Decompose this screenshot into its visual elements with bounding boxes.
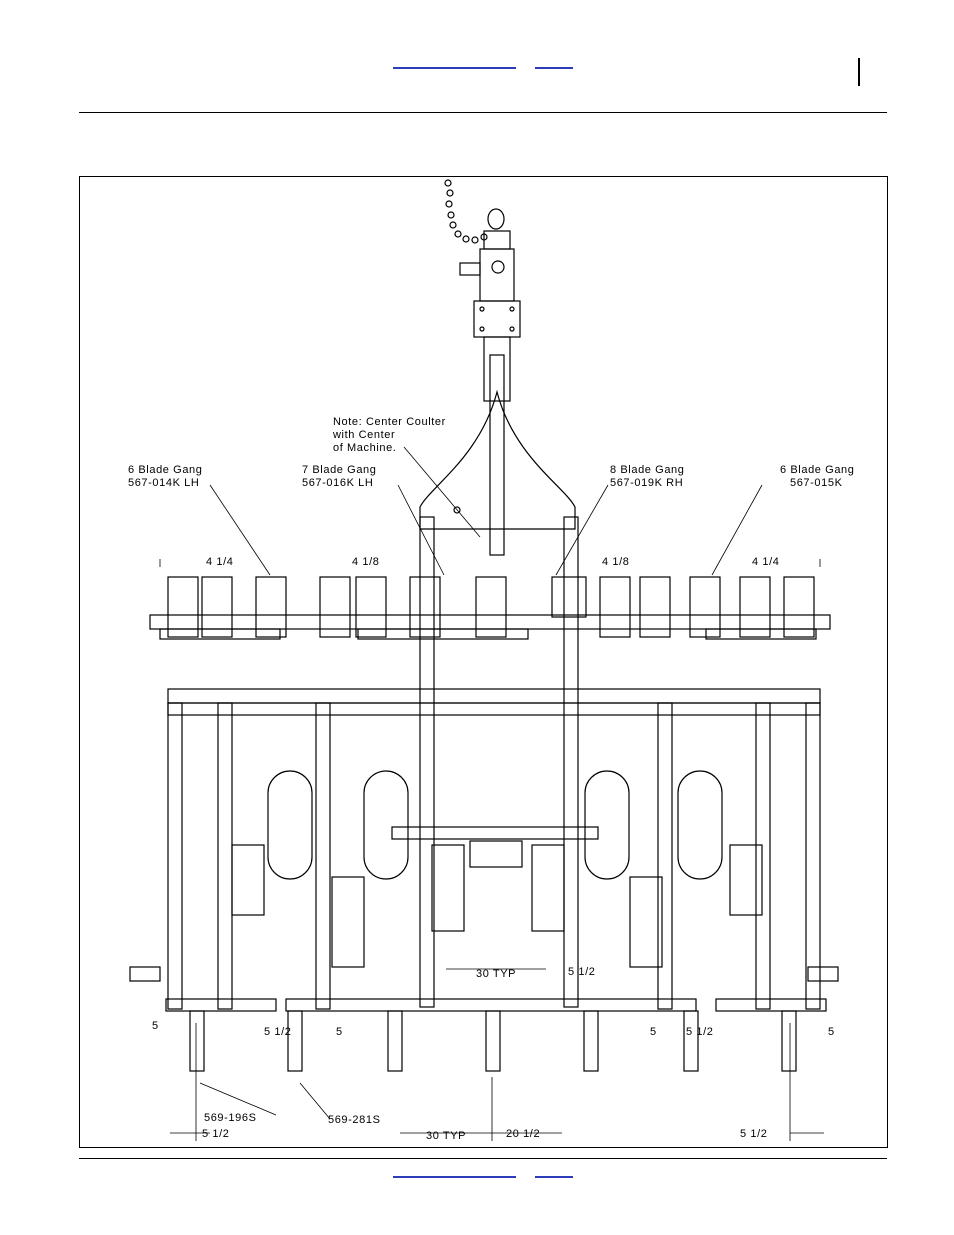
part-1-label: 569-196S [204,1112,257,1124]
dim-top-4: 4 1/4 [752,556,779,568]
dim-5half-bottom-right: 5 1/2 [740,1128,767,1140]
hitch-chain [445,180,487,243]
gang-1-part: 567-014K LH [128,477,199,489]
footer-link-2[interactable] [535,1176,573,1178]
tongue-plate [474,301,520,555]
diagram-frame: Note: Center Coulter with Center of Mach… [79,176,888,1148]
gang-callouts: 6 Blade Gang 567-014K LH 7 Blade Gang 56… [128,464,854,489]
dim-top-3: 4 1/8 [602,556,629,568]
dim-5half-right: 5 1/2 [686,1026,713,1038]
rear-shanks [190,1011,796,1071]
dim-top-1: 4 1/4 [206,556,233,568]
footer-link-1[interactable] [393,1176,516,1178]
coulter-gang-row [168,577,814,637]
header-link-1[interactable] [393,67,516,69]
part-2-label: 569-281S [328,1114,381,1126]
dim-5half-bottom-left: 5 1/2 [202,1128,229,1140]
main-toolbar [168,689,820,715]
dim-5-right2: 5 [828,1026,835,1038]
dim-30typ-bottom: 30 TYP [426,1130,466,1142]
footer-rule [79,1158,887,1159]
dimension-labels: 4 1/4 4 1/8 4 1/8 4 1/4 30 TYP 5 1/2 5 5… [152,556,835,1142]
header-divider [858,58,860,86]
gang-4-title: 6 Blade Gang [780,464,854,476]
gang-3-title: 8 Blade Gang [610,464,684,476]
gang-3-part: 567-019K RH [610,477,683,489]
hitch-clevis [460,209,514,301]
center-hitch-bracket [420,392,575,529]
gang-2-part: 567-016K LH [302,477,373,489]
dim-5-left2: 5 [336,1026,343,1038]
dim-20half-bottom: 20 1/2 [506,1128,540,1140]
dim-top-2: 4 1/8 [352,556,379,568]
note-callout: Note: Center Coulter with Center of Mach… [332,416,446,454]
header-rule [79,112,887,113]
dim-5half-left: 5 1/2 [264,1026,291,1038]
implement-top-view-diagram: Note: Center Coulter with Center of Mach… [80,177,887,1147]
gang-2-title: 7 Blade Gang [302,464,376,476]
gang-4-part: 567-015K [790,477,843,489]
dim-5-right: 5 [650,1026,657,1038]
frame-uprights [168,517,820,1009]
dim-5-left: 5 [152,1020,159,1032]
header-link-2[interactable] [535,67,573,69]
front-gang-bar [150,615,830,639]
note-line-3: of Machine. [333,442,396,454]
gauge-wheels [268,771,722,879]
part-callouts: 569-196S 569-281S [204,1112,381,1126]
leader-lines [160,447,824,1141]
note-line-1: Note: Center Coulter [333,416,446,428]
dim-30typ-mid: 30 TYP [476,968,516,980]
center-crossbar [392,827,598,867]
note-line-2: with Center [332,429,395,441]
dim-5half-mid: 5 1/2 [568,966,595,978]
gang-1-title: 6 Blade Gang [128,464,202,476]
